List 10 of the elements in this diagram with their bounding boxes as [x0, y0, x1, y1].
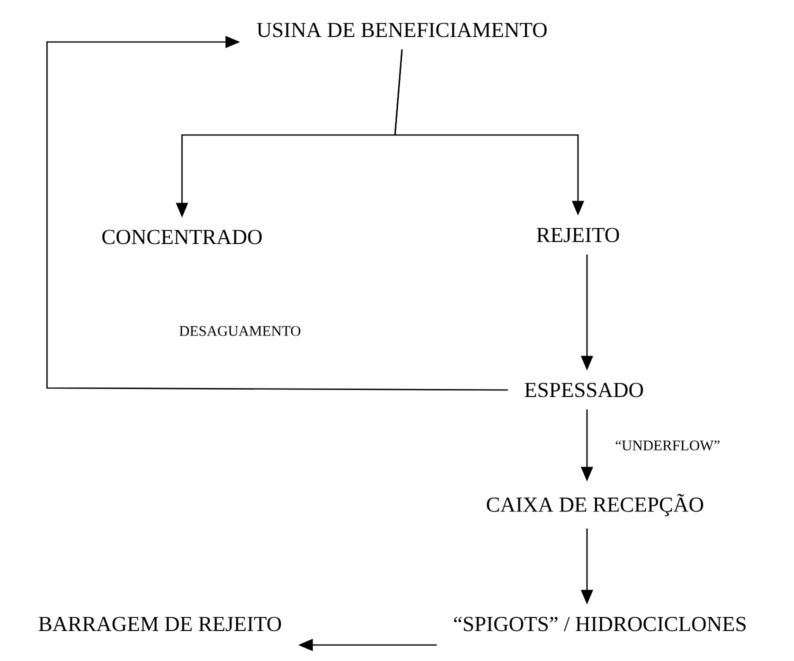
- process-label: “SPIGOTS” / HIDROCICLONES: [454, 616, 746, 632]
- process-label: REJEITO: [536, 228, 619, 242]
- process-label: USINA DE BENEFICIAMENTO: [256, 22, 547, 38]
- process-label: CONCENTRADO: [102, 230, 262, 244]
- process-label: BARRAGEM DE REJEITO: [38, 616, 281, 632]
- process-label: ESPESSADO: [524, 382, 643, 398]
- edge-label: “UNDERFLOW”: [616, 440, 720, 450]
- process-label: CAIXA DE RECEPÇÃO: [486, 494, 704, 516]
- note-label: DESAGUAMENTO: [179, 326, 300, 336]
- arrow: [46, 36, 508, 391]
